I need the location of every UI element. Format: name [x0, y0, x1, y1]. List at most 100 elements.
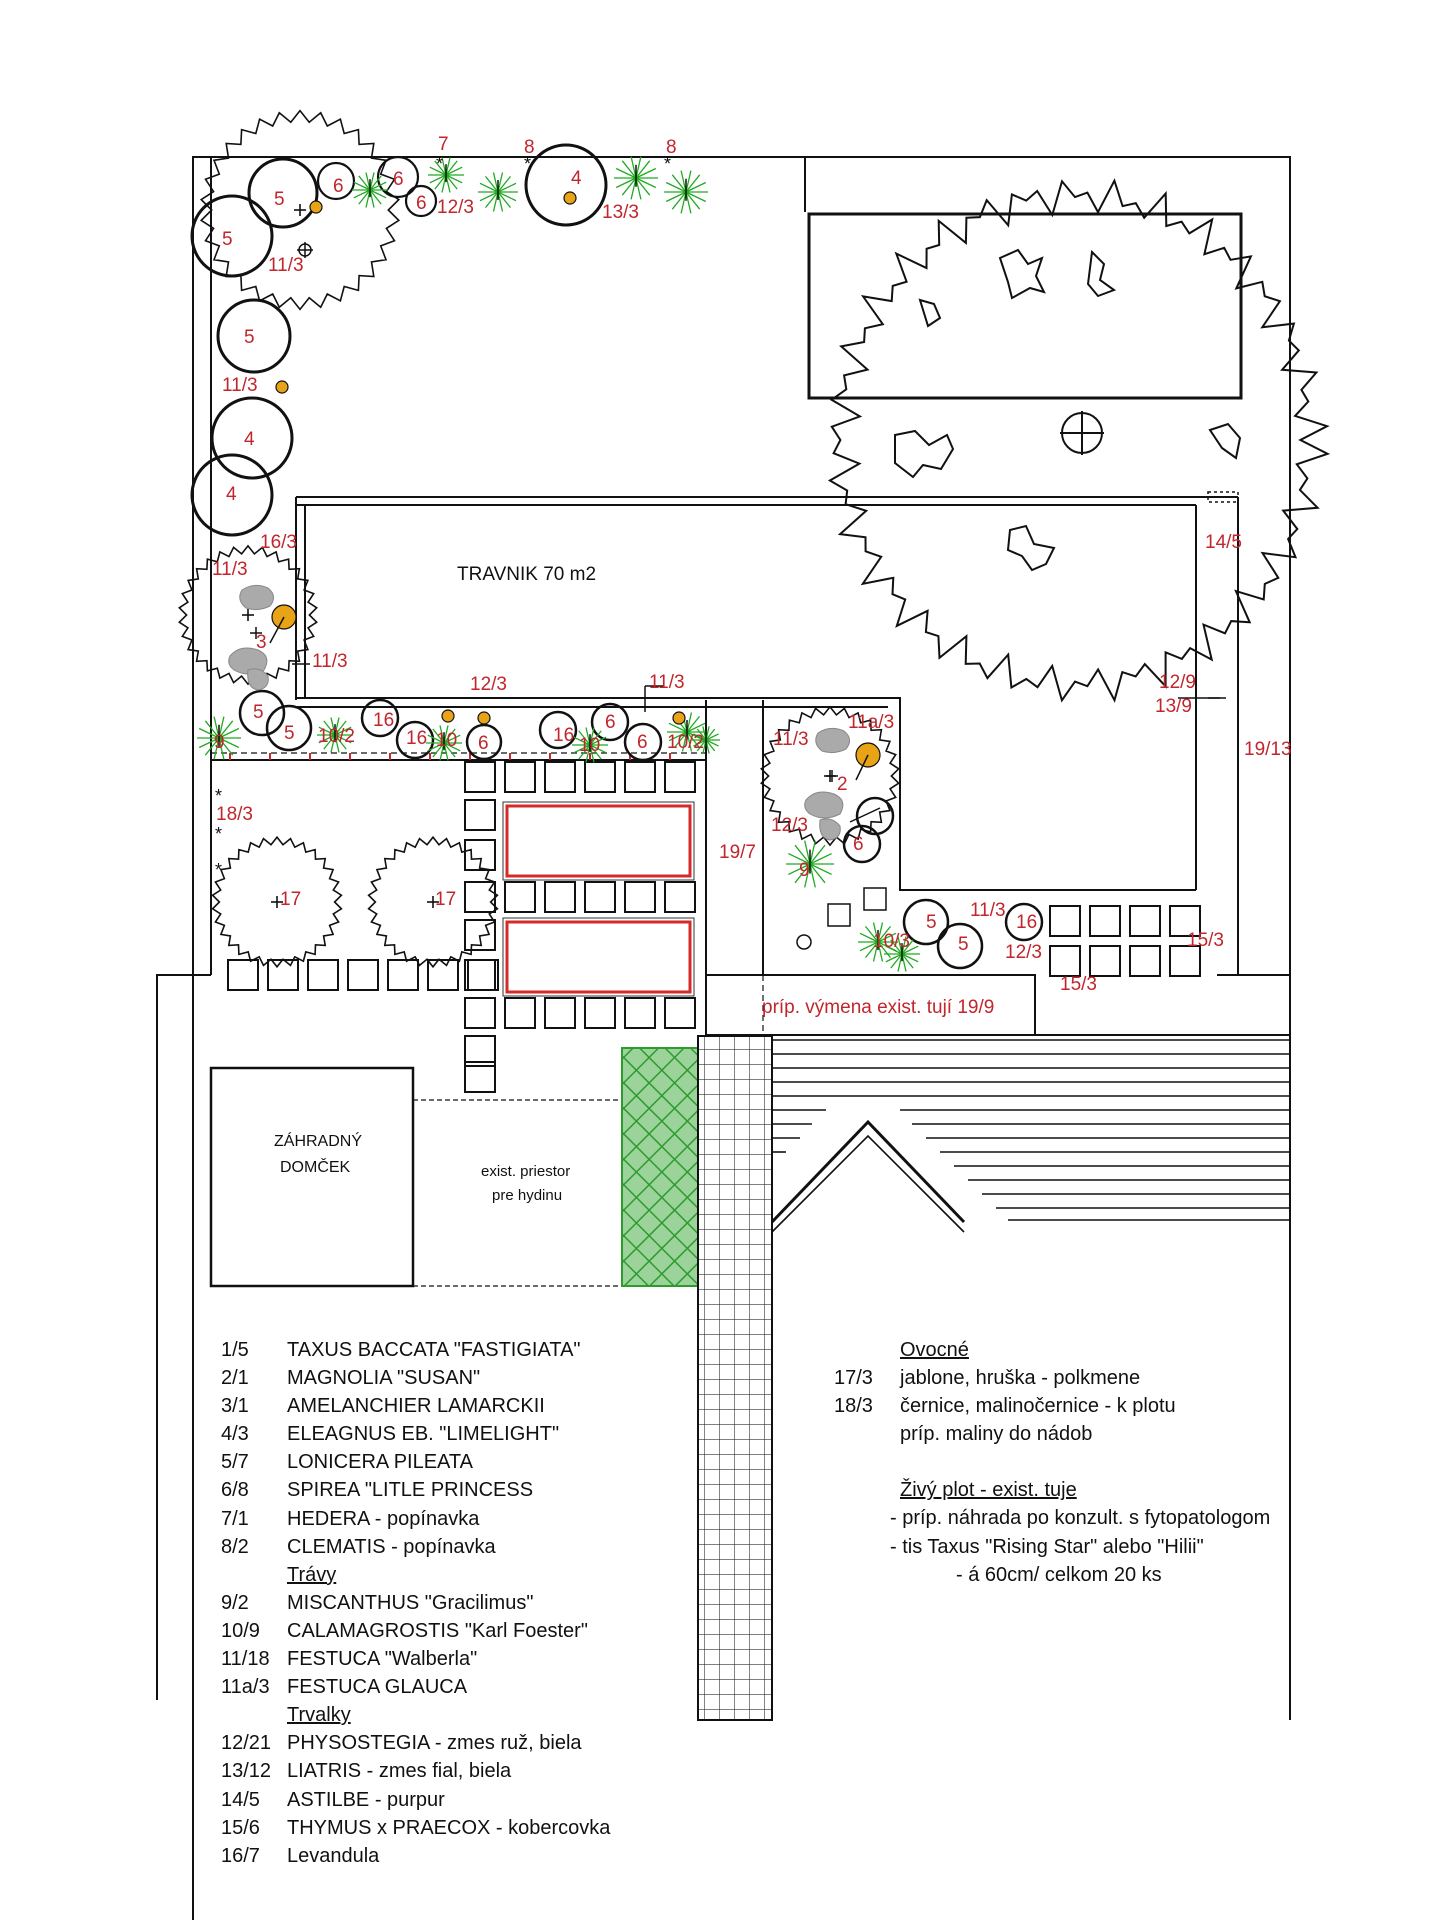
plant-label: 8 — [524, 137, 535, 158]
paver — [544, 997, 576, 1029]
legend-code: 15/6 — [221, 1816, 260, 1839]
plant-label: 6 — [637, 732, 648, 753]
paver — [1049, 905, 1081, 937]
legend-name: Levandula — [287, 1844, 380, 1867]
plant-label: 6 — [853, 834, 864, 855]
legend-name: SPIREA "LITLE PRINCESS — [287, 1479, 534, 1502]
shrub — [623, 722, 663, 762]
shrub — [190, 194, 274, 278]
paver — [544, 761, 576, 793]
legend-code: 11/18 — [221, 1648, 270, 1671]
shrub — [538, 710, 578, 750]
plant-label: 6 — [605, 712, 616, 733]
plant-label: 6 — [393, 169, 404, 190]
grass-clump — [692, 726, 720, 754]
plant-label: 10 — [436, 730, 457, 751]
shrub — [842, 824, 882, 864]
legend-heading: Trvalky — [287, 1704, 351, 1727]
svg-text:*: * — [664, 154, 671, 174]
paver — [504, 997, 536, 1029]
grass-clump — [426, 725, 462, 761]
paver — [1049, 945, 1081, 977]
plant-label: 11/3 — [649, 672, 685, 693]
paver — [584, 997, 616, 1029]
plant-label: 12/3 — [771, 815, 808, 836]
shrub — [216, 298, 292, 374]
plant-label: 7 — [438, 134, 449, 155]
plant-label: 11/3 — [268, 255, 304, 276]
paver — [544, 881, 576, 913]
legend-code: 10/9 — [221, 1619, 260, 1642]
legend-heading-row: Trvalky — [221, 1701, 610, 1729]
legend-name: HEDERA - popínavka — [287, 1507, 480, 1530]
shrub — [395, 720, 435, 760]
legend-heading-row: Trávy — [221, 1561, 610, 1589]
plant-label: 9 — [214, 732, 225, 753]
legend-code: 9/2 — [221, 1591, 249, 1614]
legend-name: ELEAGNUS EB. "LIMELIGHT" — [287, 1423, 560, 1446]
paver — [584, 881, 616, 913]
legend-name: PHYSOSTEGIA - zmes ruž, biela — [287, 1732, 582, 1755]
house-roof — [770, 1039, 1290, 1720]
plant-label: 6 — [333, 176, 344, 197]
plant-label: 11/3 — [212, 559, 248, 580]
shrub — [404, 184, 438, 218]
plant-label: 17 — [280, 889, 301, 910]
grass-clump — [572, 727, 608, 763]
legend-name: MAGNOLIA "SUSAN" — [287, 1367, 481, 1390]
plant-label: 5 — [253, 702, 264, 723]
fruit-code — [834, 1420, 900, 1448]
grass-clump — [786, 840, 834, 888]
plant-label: 13/9 — [1155, 696, 1192, 717]
legend-name: CLEMATIS - popínavka — [287, 1535, 496, 1558]
grass-clump — [478, 172, 518, 212]
plant-label: 5 — [274, 189, 285, 210]
legend-code: 14/5 — [221, 1788, 260, 1811]
svg-text:*: * — [436, 154, 443, 174]
paver — [387, 959, 419, 991]
paver — [1089, 905, 1121, 937]
hedge-line: - á 60cm/ celkom 20 ks — [956, 1563, 1162, 1586]
plant-label: 5 — [244, 327, 255, 348]
perennial-dots — [271, 191, 881, 768]
plant-label: 11/3 — [312, 651, 348, 672]
lawn-label: TRAVNIK 70 m2 — [457, 564, 596, 585]
plant-labels: 7 8 8 5 6 6 6 12/3 4 13/3 5 11/3 5 11/3 … — [212, 134, 1292, 995]
shrub — [855, 796, 895, 836]
shrub — [316, 161, 356, 201]
legend-code: 3/1 — [221, 1395, 249, 1418]
legend-heading: Trávy — [287, 1563, 337, 1586]
paver — [464, 1035, 496, 1067]
paver — [267, 959, 299, 991]
plant-label: 10/2 — [318, 726, 355, 747]
plant-label: 16 — [373, 710, 394, 731]
shrub — [265, 704, 313, 752]
paver — [467, 959, 499, 991]
paver — [427, 959, 459, 991]
small-trees — [178, 109, 900, 969]
grasses — [197, 156, 920, 972]
bed-edging — [211, 752, 764, 1035]
paver — [227, 959, 259, 991]
paver — [1089, 945, 1121, 977]
plant-label: 3 — [256, 632, 267, 653]
paver — [1129, 945, 1161, 977]
paver — [664, 761, 696, 793]
paver — [307, 959, 339, 991]
poultry-label-2: pre hydinu — [492, 1187, 562, 1204]
legend-name: AMELANCHIER LAMARCKII — [287, 1395, 545, 1418]
grass-clump — [614, 156, 658, 200]
paver — [464, 761, 496, 793]
paver — [464, 839, 496, 871]
